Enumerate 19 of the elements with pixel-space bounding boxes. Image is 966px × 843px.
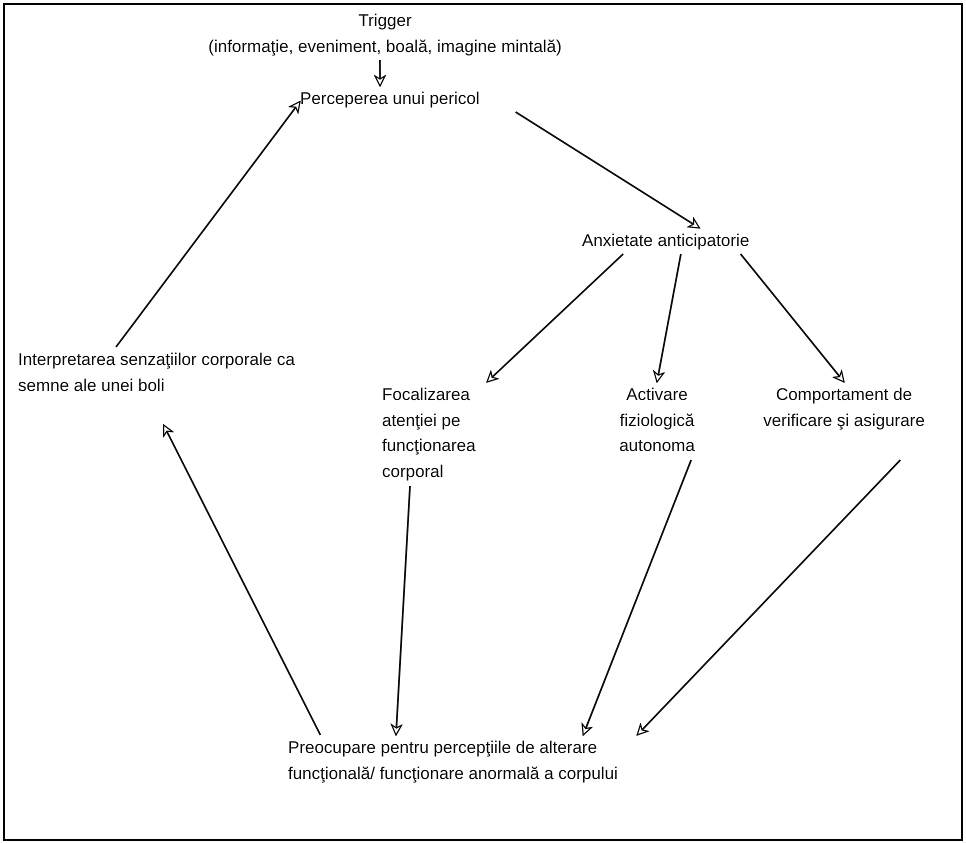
node-label: Focalizarea atenţiei pe funcţionarea corporal [382,384,477,482]
arrow [636,459,901,736]
arrow [486,253,624,383]
arrow [390,486,411,736]
arrow [115,100,301,348]
arrow [740,253,845,383]
arrow [515,111,700,229]
arrow [582,460,692,736]
node-description: (informaţie, eveniment, boală, imagine mintală) [207,36,563,58]
node-label: Trigger [357,10,413,32]
arrow [162,424,322,736]
node-label: Anxietate anticipatorie [582,230,750,252]
node-label: Preocupare pentru percepţiile de alterare funcţională/ funcţionare anormală a corpului [288,737,619,785]
node-label: Comportament de verificare şi asigurare [762,384,926,432]
arrow [653,254,682,383]
node-label: Interpretarea senzaţiilor corporale ca semne ale unei boli [18,349,296,396]
node-label: Perceperea unui pericol [300,88,481,110]
arrow [374,60,386,87]
node-label: Activare fiziologică autonoma [618,384,696,457]
